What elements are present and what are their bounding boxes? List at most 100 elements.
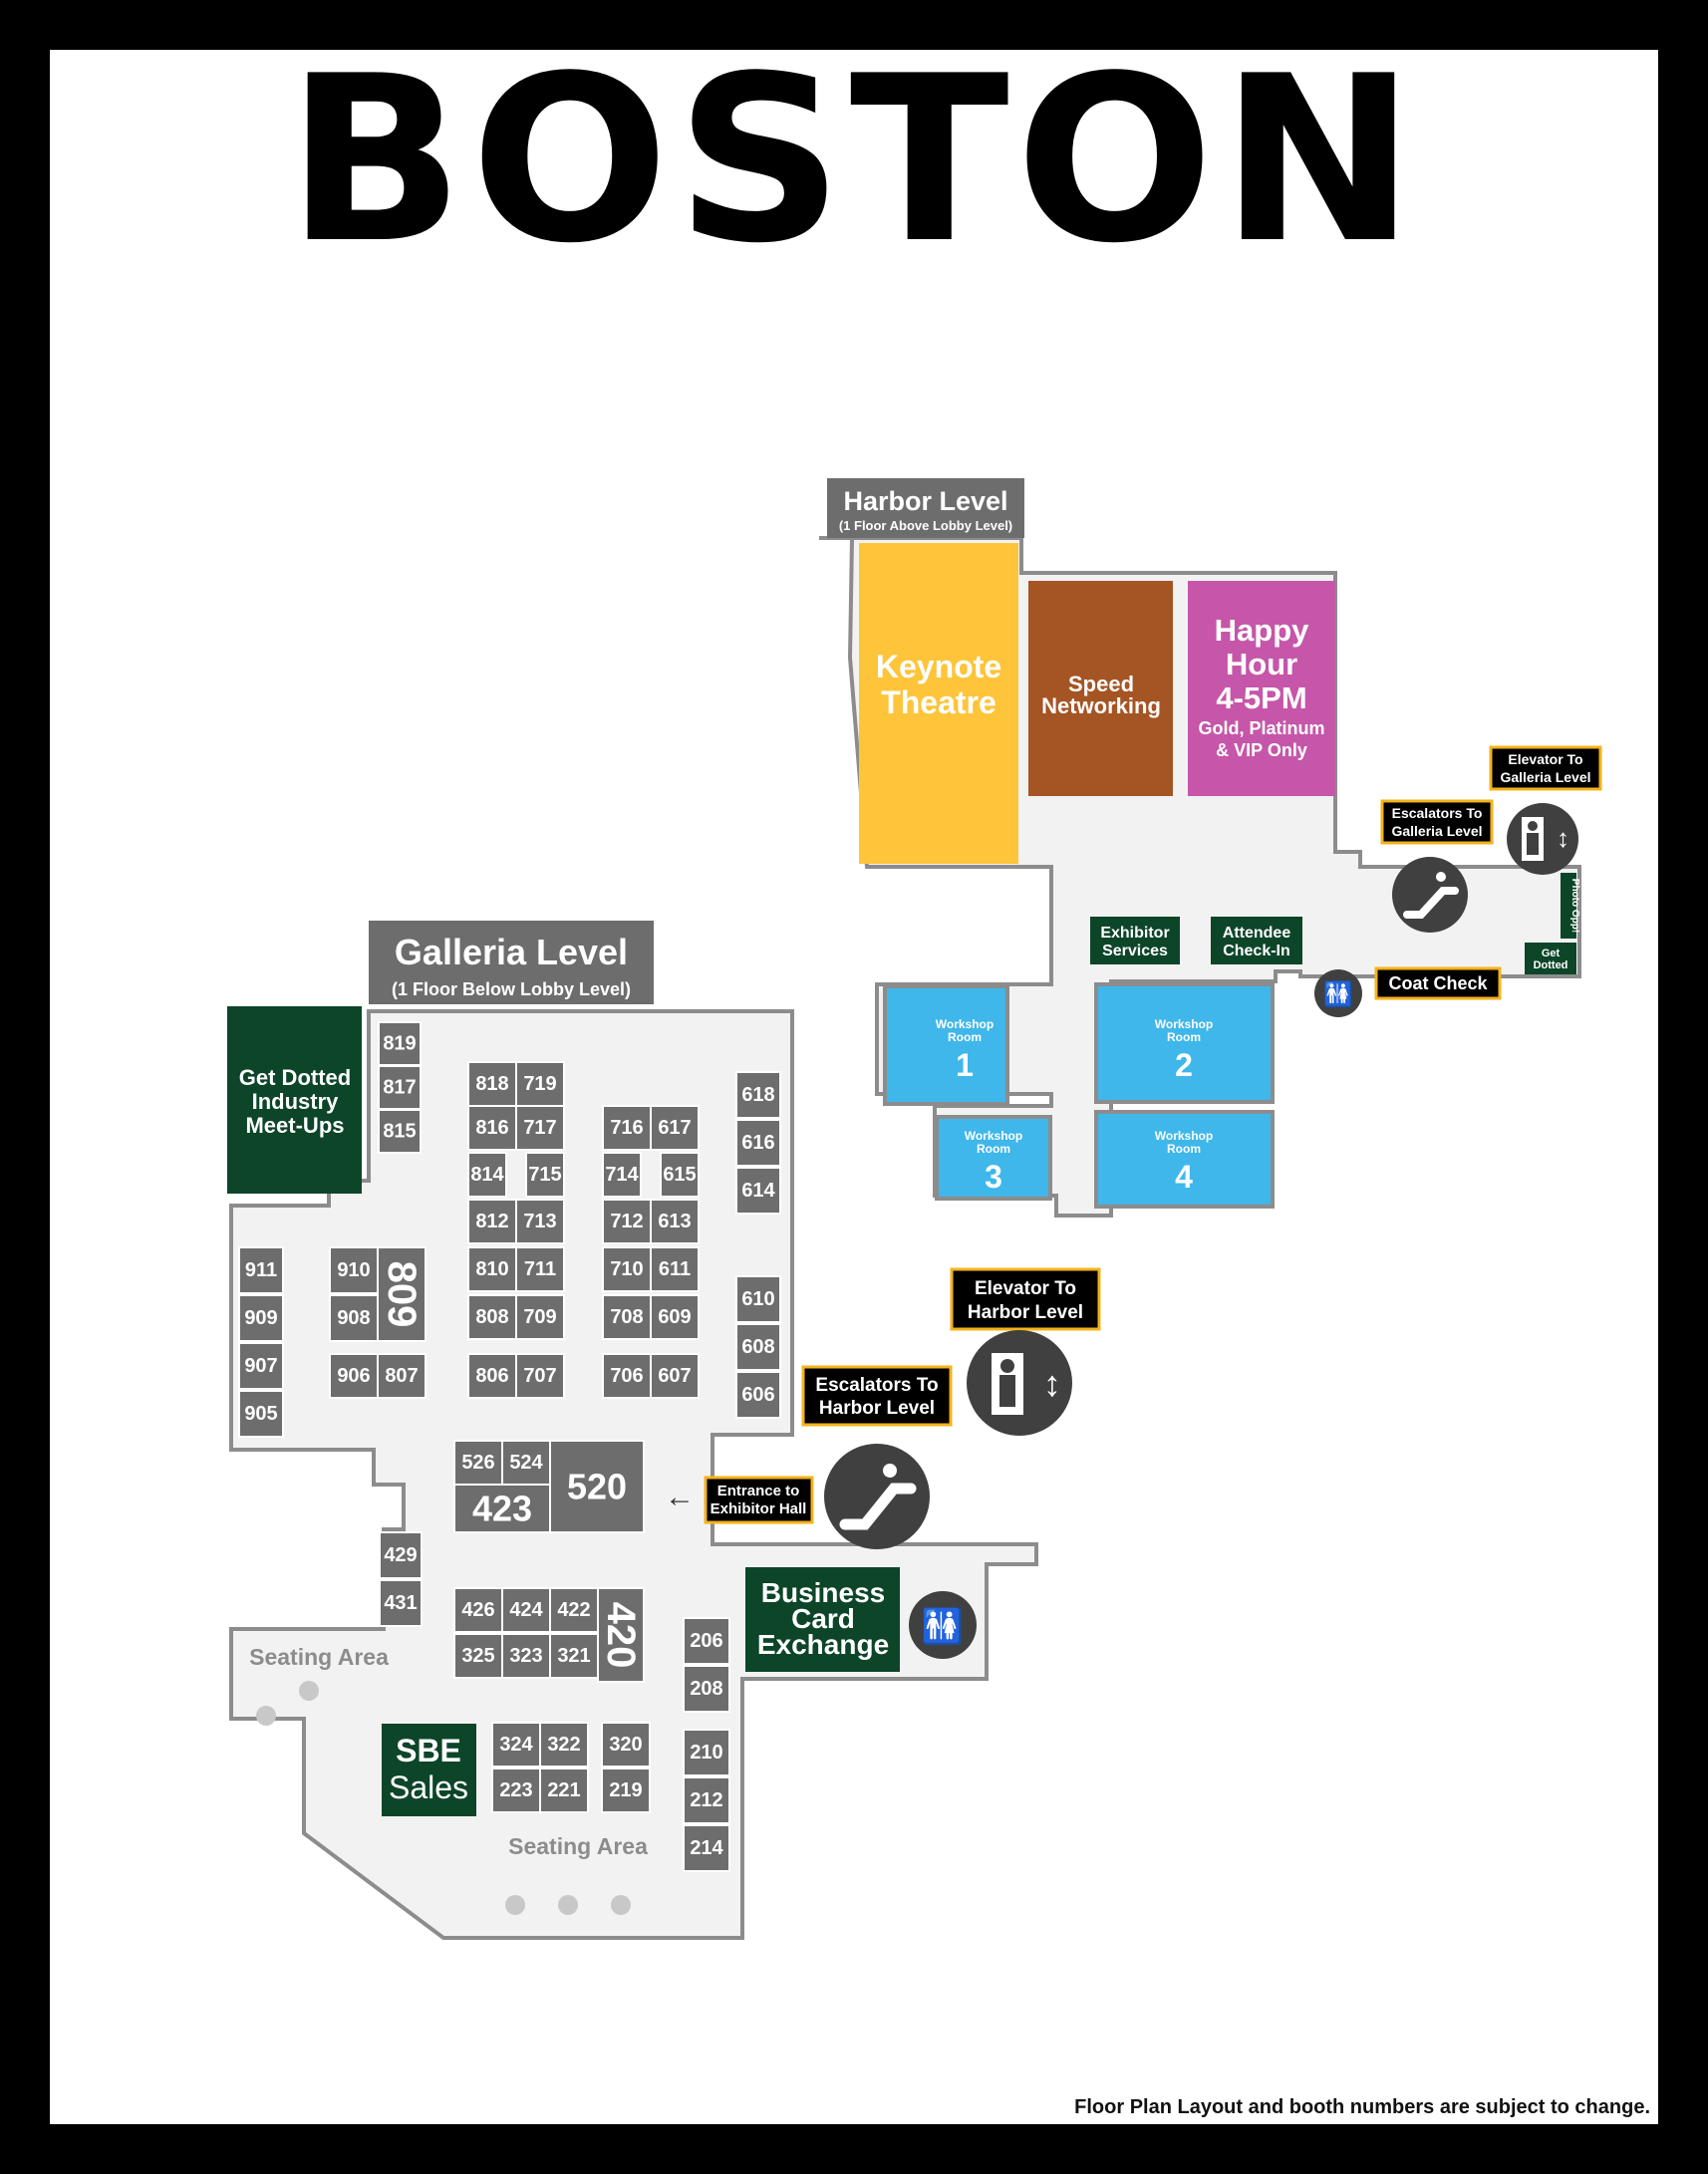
booth-label-809: 809 bbox=[380, 1261, 424, 1328]
keynote-theatre bbox=[859, 543, 1018, 864]
booth-321[interactable] bbox=[549, 1633, 599, 1679]
harbor-level-label: Harbor Level bbox=[843, 486, 1007, 516]
booth-712[interactable] bbox=[602, 1199, 652, 1244]
workshop-room-2[interactable] bbox=[1094, 982, 1275, 1104]
booth-608[interactable] bbox=[735, 1323, 781, 1371]
booth-812[interactable] bbox=[467, 1199, 517, 1244]
booth-219[interactable] bbox=[601, 1767, 651, 1813]
booth-label-324: 324 bbox=[499, 1734, 533, 1756]
booth-606[interactable] bbox=[735, 1371, 781, 1419]
booth-618[interactable] bbox=[735, 1071, 781, 1119]
svg-text:🚻: 🚻 bbox=[1323, 980, 1353, 1008]
booth-905[interactable] bbox=[238, 1390, 284, 1438]
business-card-label-2: Card bbox=[791, 1603, 855, 1634]
booth-816[interactable] bbox=[467, 1105, 517, 1151]
booth-610[interactable] bbox=[735, 1275, 781, 1323]
booth-713[interactable] bbox=[515, 1199, 565, 1244]
booth-label-908: 908 bbox=[337, 1307, 370, 1329]
booth-617[interactable] bbox=[650, 1105, 700, 1151]
booth-719[interactable] bbox=[515, 1061, 565, 1107]
elevator-icon: ↕ bbox=[1507, 803, 1578, 875]
booth-907[interactable] bbox=[238, 1342, 284, 1390]
booth-221[interactable] bbox=[539, 1767, 589, 1813]
booth-911[interactable] bbox=[238, 1246, 284, 1294]
booth-424[interactable] bbox=[501, 1587, 551, 1633]
booth-422[interactable] bbox=[549, 1587, 599, 1633]
escalators-to-galleria-sign bbox=[1380, 799, 1494, 845]
svg-text:🚻: 🚻 bbox=[922, 1607, 964, 1646]
booth-710[interactable] bbox=[602, 1246, 652, 1292]
booth-613[interactable] bbox=[650, 1199, 700, 1244]
booth-label-615: 615 bbox=[663, 1164, 696, 1186]
booth-611[interactable] bbox=[650, 1246, 700, 1292]
booth-324[interactable] bbox=[491, 1722, 541, 1767]
entrance-label-1: Entrance to bbox=[717, 1483, 800, 1499]
booth-717[interactable] bbox=[515, 1105, 565, 1151]
booth-615[interactable] bbox=[660, 1152, 700, 1198]
booth-429[interactable] bbox=[379, 1531, 423, 1579]
booth-320[interactable] bbox=[601, 1722, 651, 1767]
booth-809[interactable] bbox=[377, 1246, 427, 1342]
booth-label-606: 606 bbox=[741, 1384, 774, 1406]
booth-223[interactable] bbox=[491, 1767, 541, 1813]
booth-709[interactable] bbox=[515, 1294, 565, 1340]
booth-716[interactable] bbox=[602, 1105, 652, 1151]
booth-214[interactable] bbox=[683, 1824, 730, 1872]
booth-815[interactable] bbox=[378, 1109, 422, 1154]
booth-909[interactable] bbox=[238, 1294, 284, 1342]
booth-206[interactable] bbox=[683, 1617, 730, 1665]
workshop-3-label-2: Room bbox=[977, 1142, 1010, 1156]
booth-212[interactable] bbox=[683, 1776, 730, 1824]
workshop-1-label-1: Workshop bbox=[936, 1017, 994, 1031]
booth-210[interactable] bbox=[683, 1729, 730, 1776]
booth-label-221: 221 bbox=[547, 1779, 580, 1801]
booth-814[interactable] bbox=[467, 1152, 507, 1198]
booth-607[interactable] bbox=[650, 1353, 700, 1399]
workshop-2-number: 2 bbox=[1175, 1047, 1193, 1083]
booth-520[interactable] bbox=[549, 1440, 645, 1533]
meetups-label-2: Industry bbox=[252, 1089, 340, 1114]
workshop-room-4[interactable] bbox=[1094, 1110, 1275, 1209]
svg-text:↕: ↕ bbox=[1557, 823, 1569, 853]
booth-818[interactable] bbox=[467, 1061, 517, 1107]
booth-616[interactable] bbox=[735, 1119, 781, 1167]
booth-714[interactable] bbox=[602, 1152, 642, 1198]
booth-715[interactable] bbox=[525, 1152, 565, 1198]
booth-label-905: 905 bbox=[244, 1403, 277, 1425]
workshop-1-number: 1 bbox=[956, 1047, 974, 1083]
booth-208[interactable] bbox=[683, 1665, 730, 1713]
booth-819[interactable] bbox=[378, 1021, 422, 1066]
booth-708[interactable] bbox=[602, 1294, 652, 1340]
harbor-level: Harbor Level (1 Floor Above Lobby Level)… bbox=[819, 478, 1602, 1218]
booth-label-424: 424 bbox=[509, 1599, 543, 1621]
booth-420[interactable] bbox=[597, 1587, 645, 1683]
booth-label-613: 613 bbox=[658, 1211, 691, 1232]
booth-423[interactable] bbox=[453, 1484, 551, 1533]
booth-908[interactable] bbox=[329, 1294, 379, 1342]
elevator-icon: ↕ bbox=[967, 1330, 1072, 1436]
workshop-room-1[interactable] bbox=[883, 984, 1009, 1106]
booth-817[interactable] bbox=[378, 1065, 422, 1110]
attendee-checkin-label-2: Check-In bbox=[1223, 943, 1290, 959]
booth-label-906: 906 bbox=[337, 1365, 370, 1387]
booth-label-710: 710 bbox=[610, 1258, 643, 1280]
booth-807[interactable] bbox=[377, 1353, 427, 1399]
escalators-to-harbor-2: Harbor Level bbox=[819, 1398, 935, 1419]
meetups-label-1: Get Dotted bbox=[239, 1065, 351, 1090]
booth-711[interactable] bbox=[515, 1246, 565, 1292]
booth-322[interactable] bbox=[539, 1722, 589, 1767]
booth-609[interactable] bbox=[650, 1294, 700, 1340]
booth-label-609: 609 bbox=[658, 1306, 691, 1328]
booth-label-816: 816 bbox=[475, 1117, 508, 1139]
booth-431[interactable] bbox=[379, 1579, 423, 1627]
booth-707[interactable] bbox=[515, 1353, 565, 1399]
happy-note-2: & VIP Only bbox=[1216, 740, 1307, 760]
workshop-room-3[interactable] bbox=[935, 1115, 1052, 1201]
booth-524[interactable] bbox=[501, 1440, 551, 1486]
get-dotted-box bbox=[1525, 943, 1576, 974]
booth-label-214: 214 bbox=[690, 1837, 723, 1859]
booth-614[interactable] bbox=[735, 1167, 781, 1215]
meetups-box bbox=[227, 1006, 362, 1194]
booth-323[interactable] bbox=[501, 1633, 551, 1679]
